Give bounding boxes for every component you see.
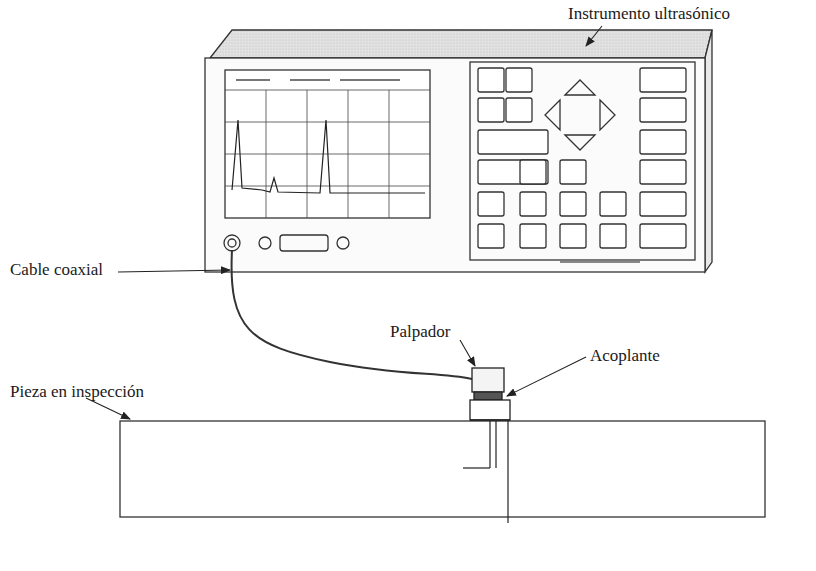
leader-arrows bbox=[86, 26, 602, 419]
grid-line bbox=[225, 122, 430, 123]
grid-line bbox=[225, 186, 430, 187]
key-button bbox=[478, 192, 504, 216]
key-button bbox=[520, 224, 546, 248]
key-button bbox=[506, 68, 532, 92]
coaxial-cable bbox=[232, 250, 472, 379]
key-button bbox=[478, 68, 504, 92]
beam-and-flaw bbox=[463, 421, 508, 523]
callout-label: Palpador bbox=[390, 322, 450, 342]
callout-label: Acoplante bbox=[590, 346, 660, 366]
callout-label: Pieza en inspección bbox=[10, 382, 144, 402]
key-button bbox=[560, 160, 586, 184]
key-button bbox=[560, 224, 586, 248]
key-button bbox=[640, 192, 686, 216]
key-button bbox=[600, 224, 626, 248]
key-button bbox=[478, 224, 504, 248]
key-button bbox=[520, 160, 546, 184]
key-button bbox=[506, 98, 532, 122]
key-button bbox=[478, 160, 548, 184]
key-button bbox=[478, 98, 504, 122]
callout-label: Cable coaxial bbox=[10, 260, 103, 280]
key-button bbox=[640, 68, 686, 92]
key-button bbox=[478, 130, 548, 154]
test-piece bbox=[120, 421, 765, 517]
callout-label: Instrumento ultrasónico bbox=[568, 4, 730, 24]
key-button bbox=[600, 192, 626, 216]
instrument-housing bbox=[205, 30, 712, 272]
key-button bbox=[640, 98, 686, 122]
key-button bbox=[640, 130, 686, 154]
key-button bbox=[520, 192, 546, 216]
probe bbox=[470, 368, 510, 420]
grid-line bbox=[225, 90, 430, 91]
key-button bbox=[560, 192, 586, 216]
key-button bbox=[640, 160, 686, 184]
key-button bbox=[640, 224, 686, 248]
